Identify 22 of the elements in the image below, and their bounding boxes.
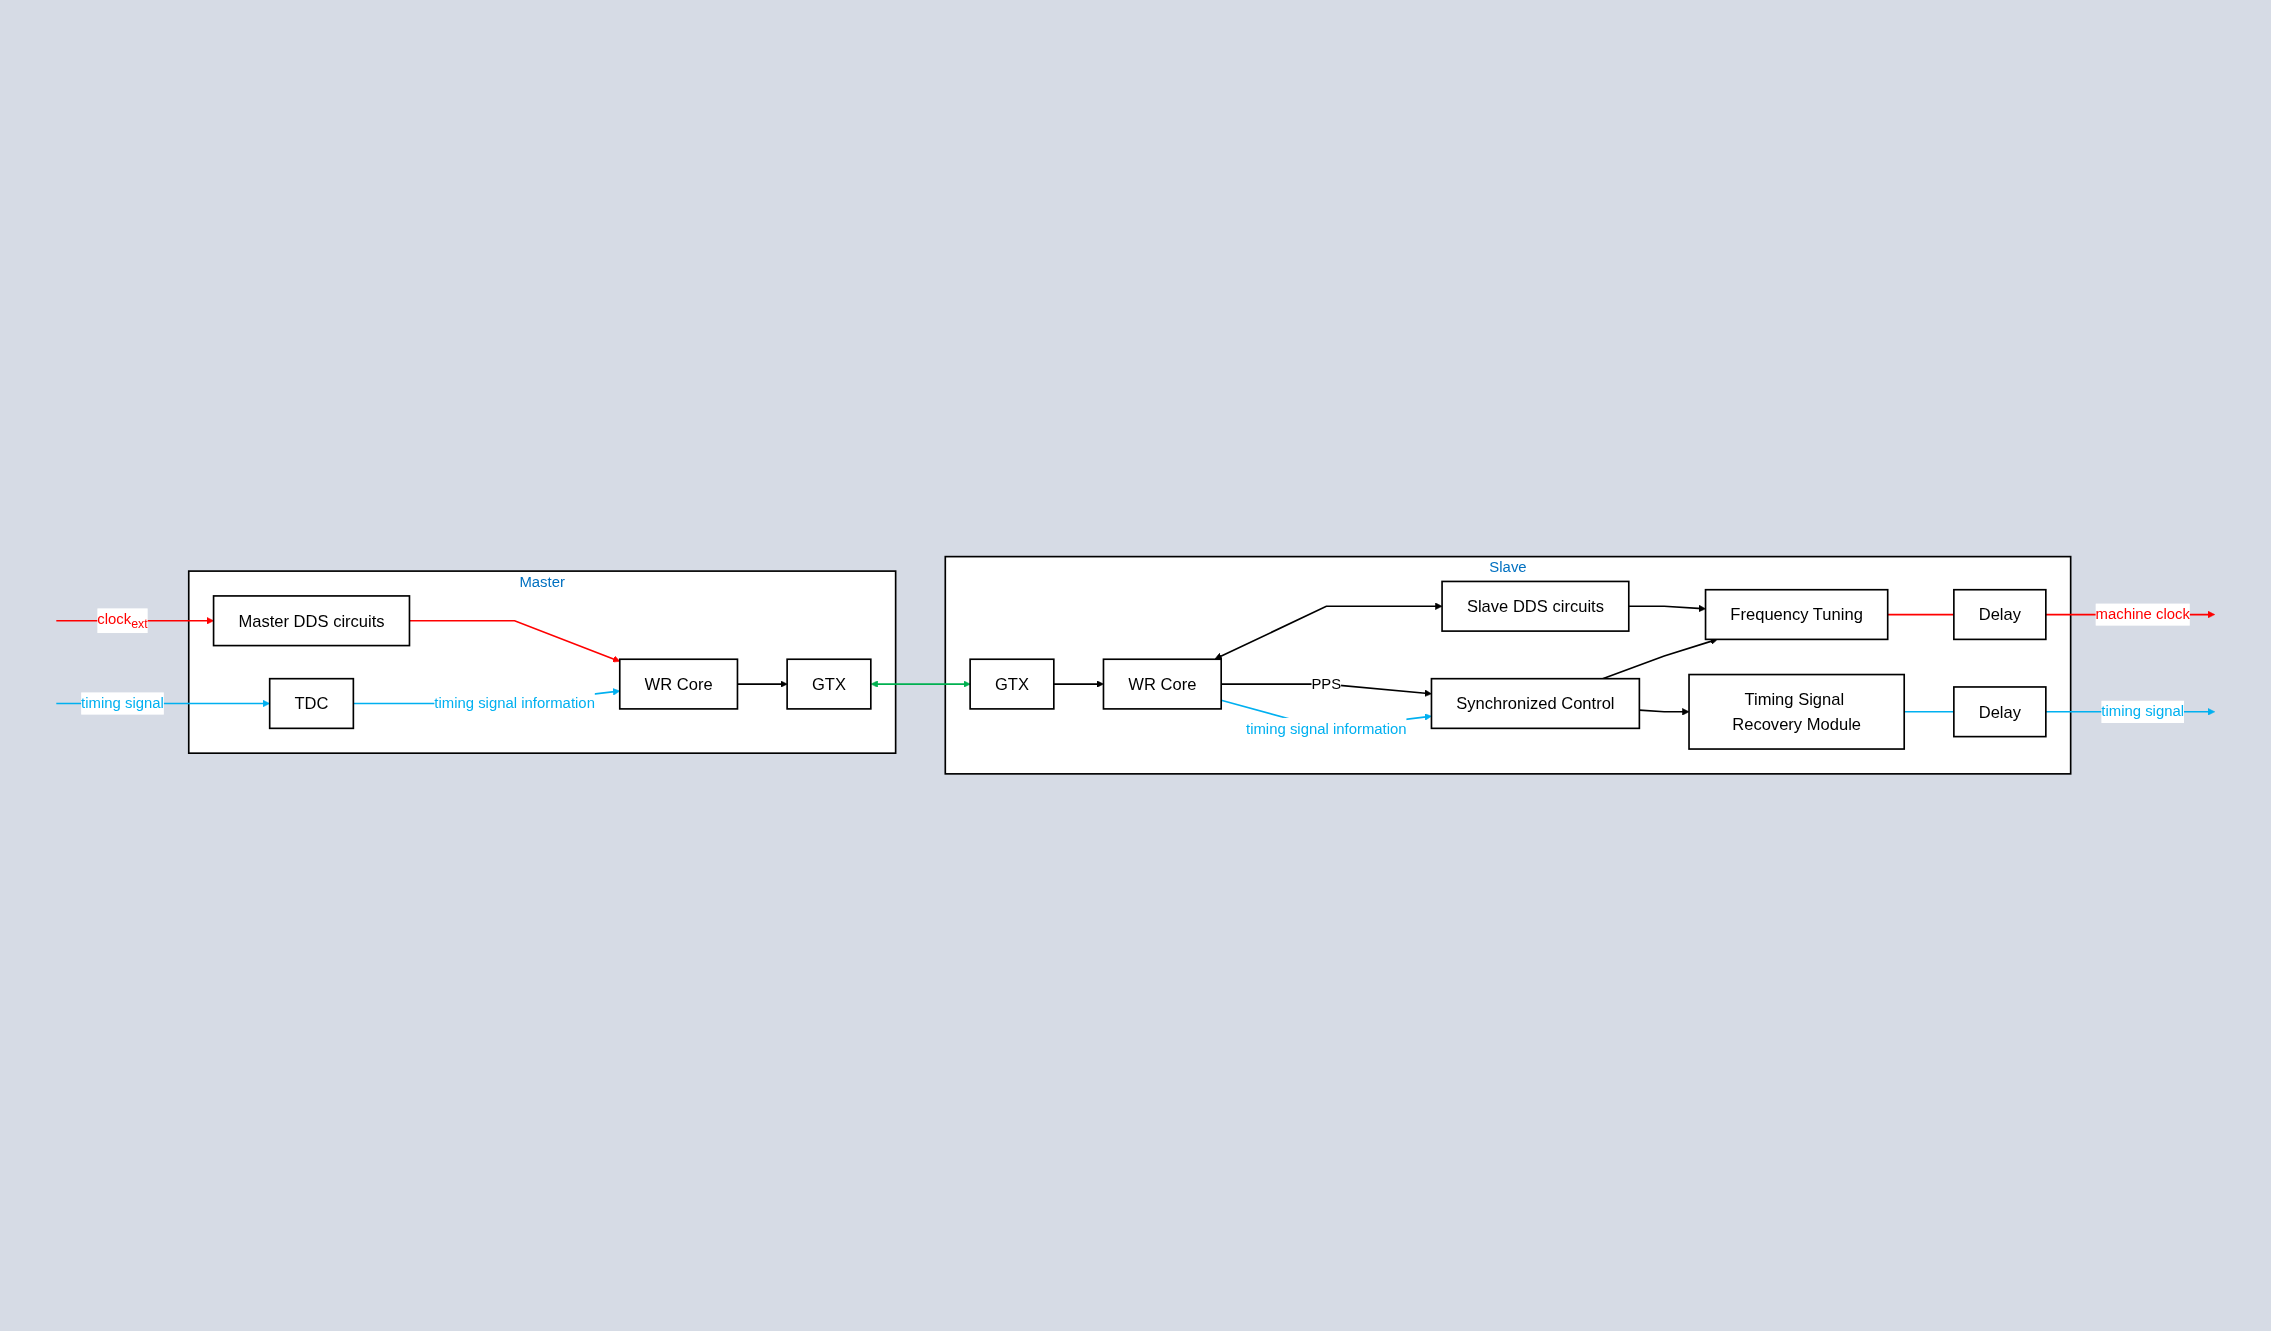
edge-label: PPS [1311, 675, 1342, 693]
edge-label: timing signal [2101, 703, 2185, 720]
node-box: GTX [969, 658, 1055, 710]
edge-label: timing signal information [1246, 720, 1407, 738]
node-box: TDC [268, 678, 355, 730]
node-box: Master DDS circuits [212, 595, 411, 647]
edge-label: clock$_{ext}$ [97, 611, 148, 631]
node-box: Delay [1953, 686, 2047, 738]
node-box: Frequency Tuning [1704, 589, 1889, 641]
node-box: GTX [786, 658, 872, 710]
node-box: Slave DDS circuits [1441, 580, 1630, 633]
arrow [1053, 680, 1104, 688]
arrow [1214, 602, 1443, 660]
edge-label: timing signal information [434, 695, 595, 712]
node-box: Delay [1953, 589, 2047, 641]
node-box: Synchronized Control [1430, 678, 1641, 730]
node-box: Timing Signal Recovery Module [1688, 673, 1906, 751]
edge-label: timing signal [81, 695, 164, 712]
node-box: WR Core [618, 658, 739, 710]
node-box: WR Core [1102, 658, 1222, 710]
edge-label: machine clock [2095, 606, 2190, 623]
arrow [870, 680, 971, 688]
